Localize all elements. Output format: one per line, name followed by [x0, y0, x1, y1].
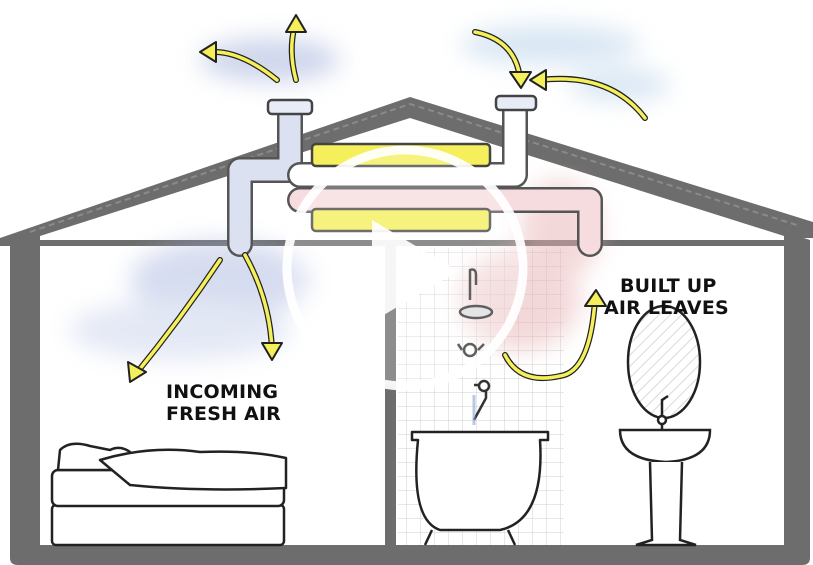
outgoing-line1: BUILT UP — [620, 275, 717, 297]
intake-vent-cap — [266, 98, 314, 116]
shower-fixtures — [456, 268, 494, 421]
sky-air-mist — [200, 25, 670, 101]
incoming-line2: FRESH AIR — [166, 403, 281, 425]
incoming-line1: INCOMING — [166, 381, 279, 403]
incoming-fresh-air-label: INCOMING FRESH AIR — [166, 381, 281, 425]
heat-exchanger-lower — [310, 207, 492, 233]
bathtub — [410, 430, 550, 546]
mirror — [626, 304, 702, 420]
ducting — [227, 95, 603, 257]
outgoing-line2: AIR LEAVES — [604, 297, 729, 319]
bed — [50, 442, 288, 547]
video-play-button[interactable] — [282, 145, 528, 391]
exhaust-vent-cap — [494, 94, 538, 112]
sink — [618, 394, 712, 547]
arrowheads — [127, 14, 607, 383]
play-icon — [372, 220, 458, 322]
built-up-air-label: BUILT UP AIR LEAVES — [604, 275, 729, 319]
roof — [0, 97, 813, 246]
